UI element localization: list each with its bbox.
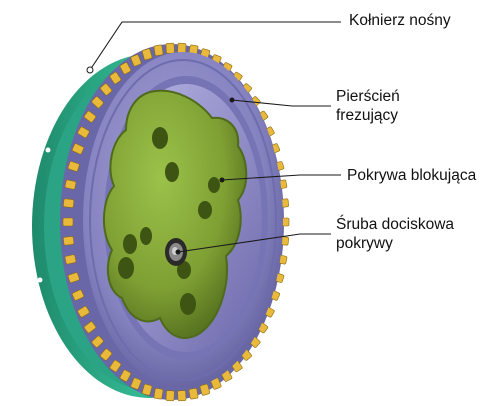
label-locking-cover-text: Pokrywa blokująca [347,167,476,184]
cutting-insert [178,43,187,53]
cutting-insert [166,390,175,400]
label-carrier-flange-text: Kołnierz nośny [349,12,451,29]
cutting-insert [178,390,187,400]
cutting-insert [63,199,74,208]
cutting-insert [63,236,74,245]
label-locking-cover: Pokrywa blokująca [347,166,476,185]
label-carrier-flange: Kołnierz nośny [349,11,451,30]
cutting-insert [65,180,76,190]
cutting-insert [189,388,199,399]
cutting-insert [154,388,164,399]
label-milling-ring-line1: Pierścień [336,87,400,106]
cutting-insert [65,254,76,264]
label-milling-ring: Pierścień frezujący [336,87,400,125]
cutting-insert [154,45,164,56]
label-milling-ring-line2: frezujący [336,106,400,125]
cutting-insert [166,43,175,53]
label-clamping-screw-line2: pokrywy [336,234,454,253]
label-clamping-screw-line1: Śruba dociskowa [336,215,454,234]
label-clamping-screw: Śruba dociskowa pokrywy [336,215,454,253]
cutting-insert [63,218,73,226]
